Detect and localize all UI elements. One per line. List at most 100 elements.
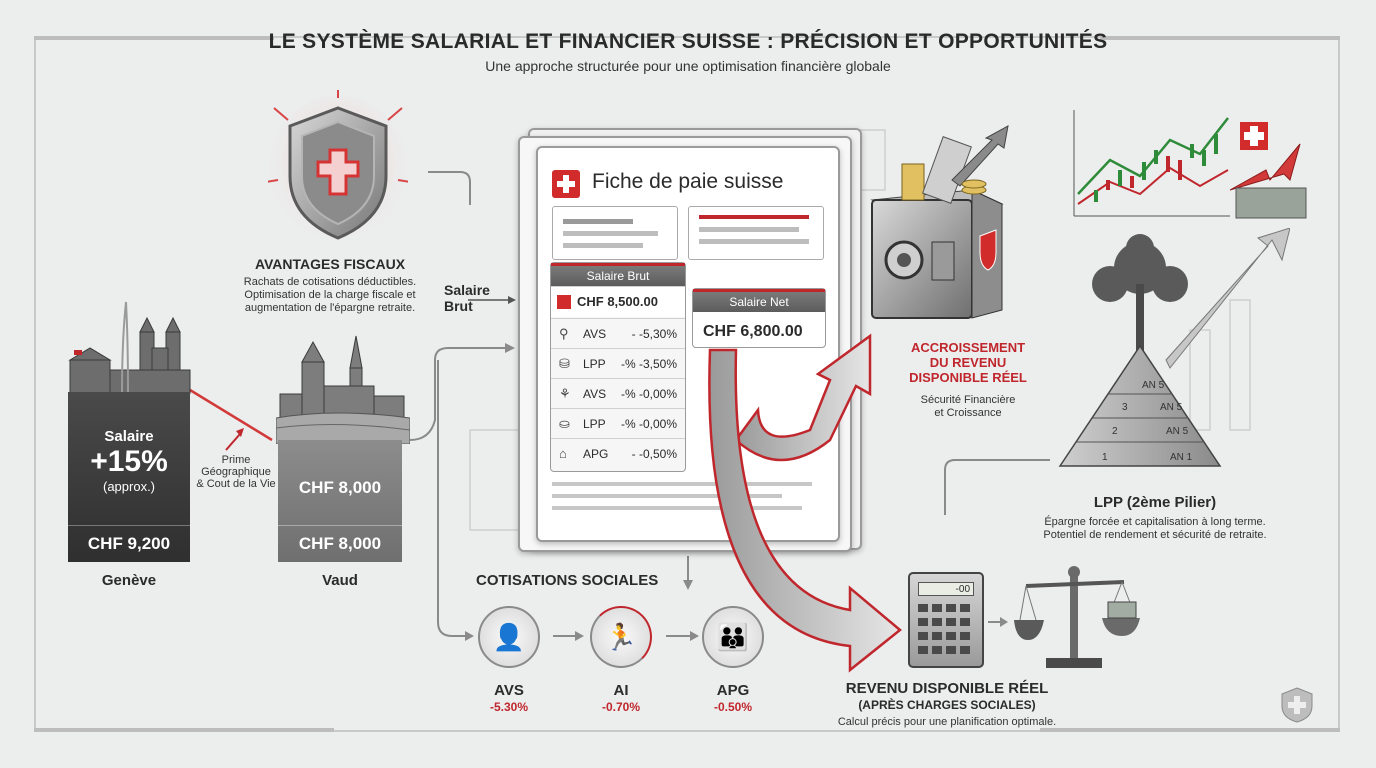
deduction-value: - -5,30% <box>631 327 677 341</box>
salaire-net-panel: Salaire Net CHF 6,800.00 <box>692 288 826 348</box>
cotisation-apg-name: APG <box>716 682 750 699</box>
fiscal-title: AVANTAGES FISCAUX <box>254 256 406 272</box>
net-amount: CHF 6,800.00 <box>703 323 803 340</box>
cotisation-apg-rate: -0.50% <box>713 700 753 714</box>
deduction-label: APG <box>583 447 609 461</box>
vaud-salary-column: CHF 8,000 CHF 8,000 <box>278 440 402 562</box>
deduction-label: AVS <box>583 327 607 341</box>
deduction-value: -% -0,00% <box>620 417 677 431</box>
lpp-title: LPP (2ème Pilier) <box>1093 494 1217 511</box>
pyramid-level-1-label: AN 1 <box>1170 452 1193 463</box>
outer-frame <box>34 36 1340 732</box>
geneva-approx: (approx.) <box>102 479 156 494</box>
premium-label: Prime Géographique & Cout de la Vie <box>186 454 286 490</box>
deduction-row: ⛀ LPP -% -0,00% <box>551 408 685 439</box>
payslip-info-block-right <box>688 206 824 260</box>
lpp-line-1: Épargne forcée et capitalisation à long … <box>1044 516 1266 528</box>
fiscal-description: Rachats de cotisations déductibles. Opti… <box>220 276 440 315</box>
accroissement-line-1: ACCROISSEMENT <box>910 340 1026 355</box>
calculator-icon: -00 <box>908 572 984 668</box>
accroissement-title: ACCROISSEMENT DU REVENU DISPONIBLE RÉEL <box>900 340 1036 385</box>
candlestick-chart-icon <box>1073 110 1307 219</box>
swiss-flag-icon <box>552 170 580 198</box>
payslip-title: Fiche de paie suisse <box>592 170 784 193</box>
running-person-icon: 🏃 <box>590 606 652 668</box>
accroissement-line-2: DU REVENU <box>929 355 1007 370</box>
geneva-salary-column: Salaire +15% (approx.) CHF 9,200 <box>68 392 190 562</box>
cotisation-ai-rate: -0.70% <box>601 700 641 714</box>
payslip-info-block-left <box>552 206 678 260</box>
deduction-label: AVS <box>583 387 607 401</box>
lpp-description: Épargne forcée et capitalisation à long … <box>1020 516 1290 542</box>
page-subtitle: Une approche structurée pour une optimis… <box>485 58 891 74</box>
shield-icon <box>268 90 408 245</box>
salaire-net-heading: Salaire Net <box>693 289 825 312</box>
fiscal-line-3: augmentation de l'épargne retraite. <box>244 302 416 314</box>
brut-amount: CHF 8,500.00 <box>577 294 658 309</box>
pyramid-level-4-label: AN 5 <box>1142 380 1165 391</box>
person-shield-icon: 👤 <box>478 606 540 668</box>
geneva-skyline-icon <box>68 301 191 394</box>
cotisations-title: COTISATIONS SOCIALES <box>476 572 659 589</box>
accroissement-line-3: DISPONIBLE RÉEL <box>909 370 1027 385</box>
swiss-flag-icon <box>557 295 571 309</box>
pyramid-level-3-label: AN 5 <box>1160 402 1183 413</box>
geneva-percent: +15% <box>90 445 168 478</box>
pyramid-level-3-num: 3 <box>1122 402 1128 413</box>
growth-chart-icon: ⛁ <box>559 356 570 371</box>
deduction-value: -% -0,00% <box>620 387 677 401</box>
geneva-salary-label: Salaire <box>104 428 154 445</box>
cotisation-avs-rate: -5.30% <box>489 700 529 714</box>
salaire-brut-label: Salaire Brut <box>444 282 490 314</box>
vaud-skyline-icon <box>276 335 410 444</box>
premium-line-1: Prime <box>221 454 251 466</box>
balance-scale-icon <box>1014 566 1140 668</box>
cotisation-avs-name: AVS <box>494 682 524 699</box>
revenu-subtitle: (APRÈS CHARGES SOCIALES) <box>858 698 1036 712</box>
brut-amount-row: CHF 8,500.00 <box>551 286 685 317</box>
hand-coins-icon: ⚘ <box>559 386 571 401</box>
geneva-city-label: Genève <box>101 572 157 589</box>
swiss-shield-watermark-icon <box>1281 687 1313 723</box>
salaire-brut-panel: Salaire Brut CHF 8,500.00 ⚲ AVS - -5,30%… <box>550 262 686 472</box>
salaire-brut-heading: Salaire Brut <box>551 263 685 286</box>
page-title: LE SYSTÈME SALARIAL ET FINANCIER SUISSE … <box>268 30 1108 53</box>
deduction-row: ⚲ AVS - -5,30% <box>551 318 685 349</box>
pyramid-level-2-label: AN 5 <box>1166 426 1189 437</box>
revenu-title: REVENU DISPONIBLE RÉEL <box>845 680 1049 697</box>
premium-line-3: & Cout de la Vie <box>196 478 276 490</box>
deduction-value: -% -3,50% <box>620 357 677 371</box>
flow-arrows <box>708 333 902 673</box>
deduction-row: ⚘ AVS -% -0,00% <box>551 378 685 409</box>
vaud-amount-top: CHF 8,000 <box>298 478 382 497</box>
deduction-label: LPP <box>583 357 606 371</box>
fiscal-line-1: Rachats de cotisations déductibles. <box>243 276 417 288</box>
family-icon: 👪 <box>702 606 764 668</box>
fiscal-line-2: Optimisation de la charge fiscale et <box>244 289 416 301</box>
accroissement-sub-1: Sécurité Financière <box>920 394 1016 406</box>
salaire-brut-label-line-1: Salaire <box>444 282 490 298</box>
lpp-pyramid-icon: 1 AN 1 2 AN 5 3 AN 5 AN 5 <box>1058 228 1290 467</box>
premium-line-2: Géographique <box>201 466 271 478</box>
salaire-brut-label-line-2: Brut <box>444 298 473 314</box>
pyramid-level-1-num: 1 <box>1102 452 1108 463</box>
vaud-city-label: Vaud <box>322 572 358 589</box>
geneva-amount: CHF 9,200 <box>68 525 190 562</box>
deduction-label: LPP <box>583 417 606 431</box>
accroissement-sub-2: et Croissance <box>934 407 1002 419</box>
person-shield-icon: ⚲ <box>559 326 569 341</box>
savings-icon: ⛀ <box>559 416 570 431</box>
building-icon: ⌂ <box>559 446 567 461</box>
deduction-value: - -0,50% <box>631 447 677 461</box>
revenu-description: Calcul précis pour une planification opt… <box>837 716 1057 728</box>
safe-icon <box>870 125 1009 319</box>
cotisation-ai-name: AI <box>613 682 629 699</box>
vaud-amount: CHF 8,000 <box>278 525 402 562</box>
pyramid-level-2-num: 2 <box>1112 426 1118 437</box>
lpp-line-2: Potentiel de rendement et sécurité de re… <box>1043 529 1267 541</box>
deduction-row: ⌂ APG - -0,50% <box>551 438 685 469</box>
payslip-document: Fiche de paie suisse Salaire Brut CHF 8,… <box>536 146 840 542</box>
deduction-row: ⛁ LPP -% -3,50% <box>551 348 685 379</box>
accroissement-subtitle: Sécurité Financière et Croissance <box>900 394 1036 420</box>
calculator-display: -00 <box>918 582 974 596</box>
